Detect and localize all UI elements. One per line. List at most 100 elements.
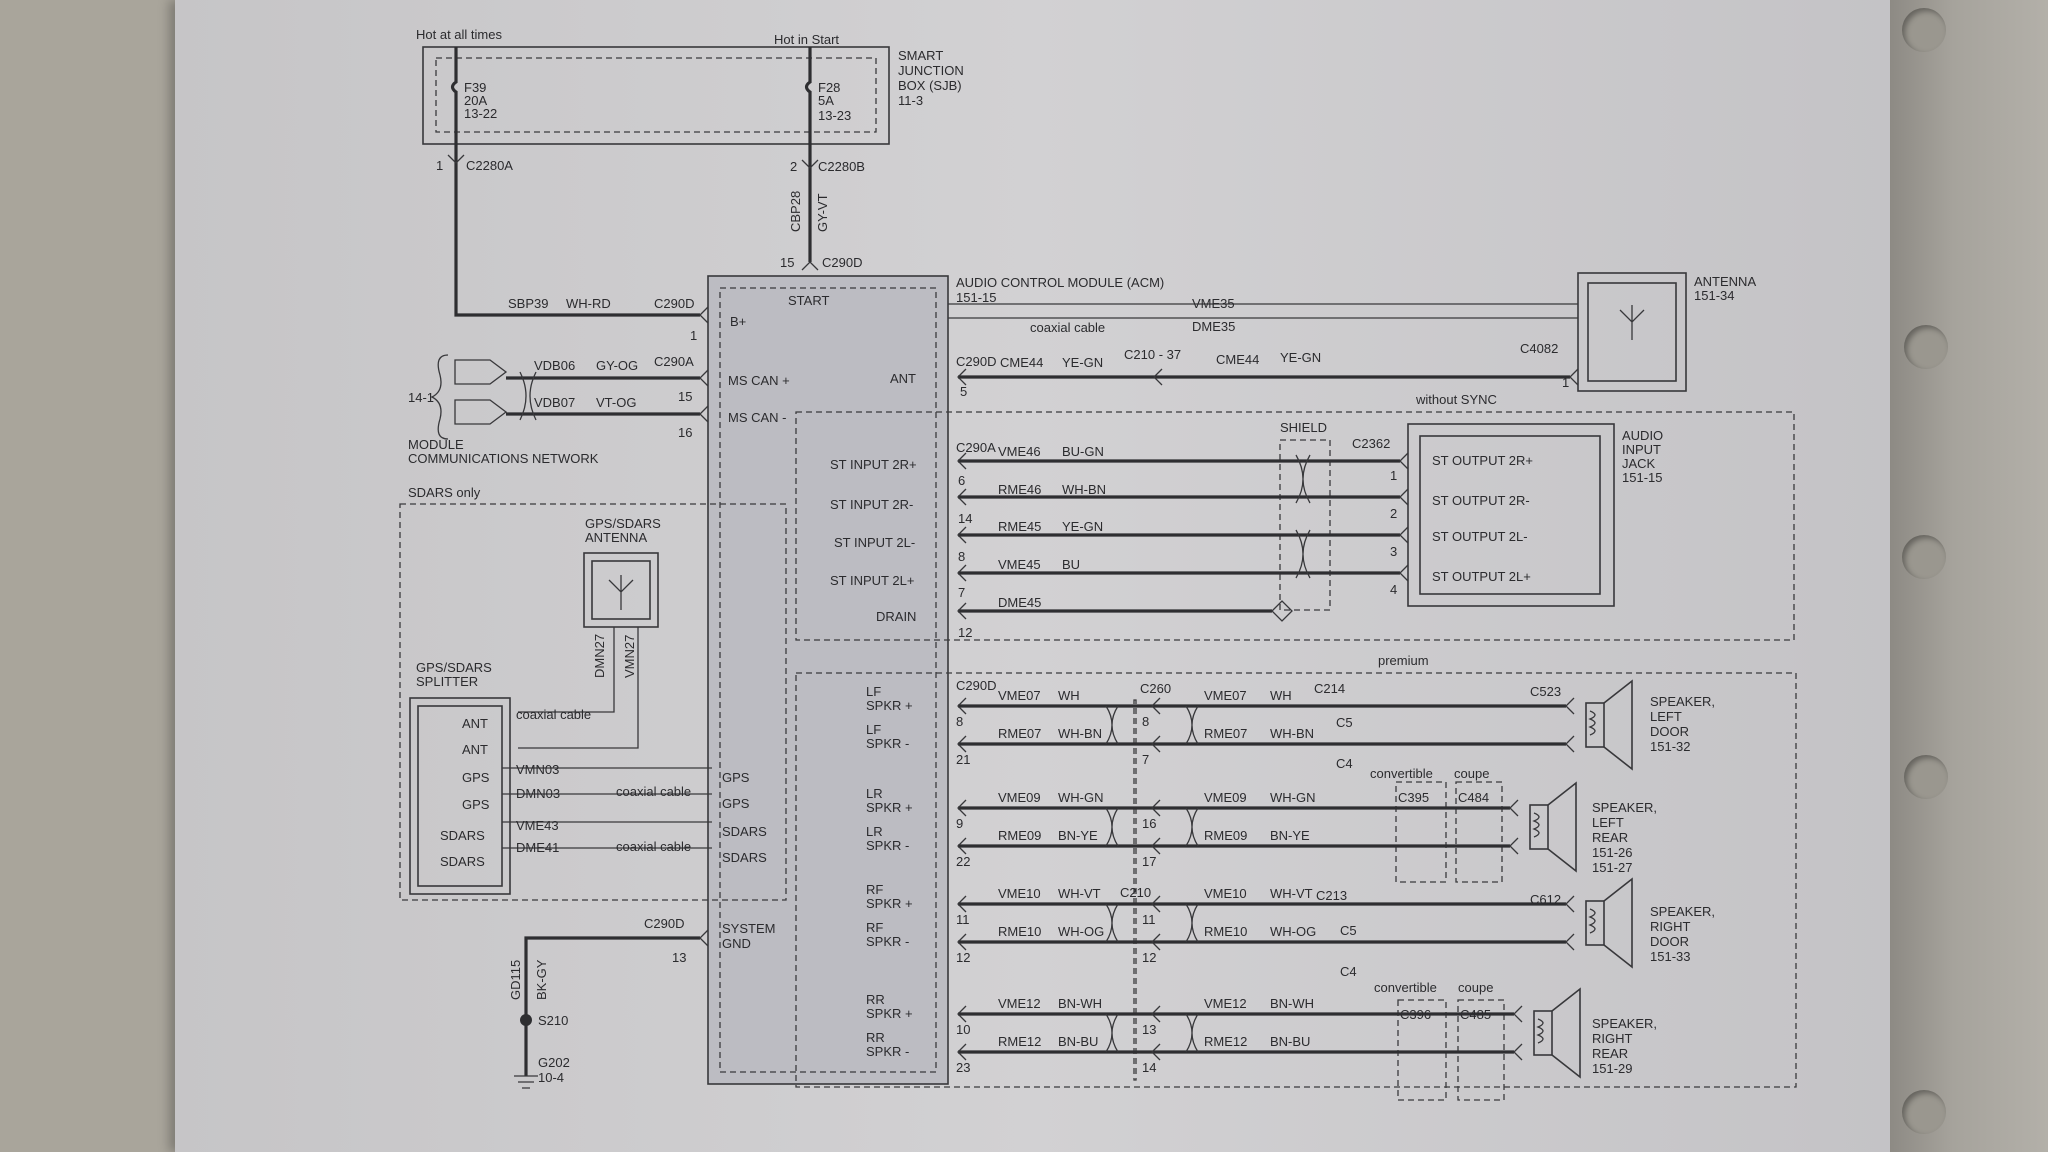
spk-circuit-6: VME12 bbox=[998, 996, 1041, 1011]
spk-color-5: WH-OG bbox=[1058, 924, 1104, 939]
spk-color-3: BN-YE bbox=[1058, 828, 1098, 843]
circuit-vmn03: VMN03 bbox=[516, 762, 559, 777]
shield-label: SHIELD bbox=[1280, 420, 1327, 435]
circuit-rme45: RME45 bbox=[998, 519, 1041, 534]
circuit-vme35: VME35 bbox=[1192, 296, 1235, 311]
pin-2: 2 bbox=[790, 159, 797, 174]
pin-6-st: 6 bbox=[958, 473, 965, 488]
spk-color-2: WH-GN bbox=[1058, 790, 1104, 805]
spk-label-a-0: LF bbox=[866, 684, 881, 699]
fuse-f39-rating: 20A bbox=[464, 93, 487, 108]
spk-label-b-6: SPKR + bbox=[866, 1006, 913, 1021]
acm-bplus-pin: B+ bbox=[730, 314, 746, 329]
coax-label-antenna: coaxial cable bbox=[1030, 320, 1105, 335]
speaker-lr-name-1: SPEAKER, bbox=[1592, 800, 1657, 815]
pin-15: 15 bbox=[780, 255, 794, 270]
speaker-wires bbox=[957, 697, 1575, 1061]
spk-circuit-far-1: RME07 bbox=[1204, 726, 1247, 741]
acm-gps-2: GPS bbox=[722, 796, 750, 811]
connector-c5-right: C5 bbox=[1340, 923, 1357, 938]
connector-c484: C484 bbox=[1458, 790, 1489, 805]
spk-color-far-2: WH-GN bbox=[1270, 790, 1316, 805]
gps-antenna-label-1: GPS/SDARS bbox=[585, 516, 661, 531]
connector-c290a-st: C290A bbox=[956, 440, 996, 455]
coupe-label-right: coupe bbox=[1458, 980, 1493, 995]
st-input-drain: DRAIN bbox=[876, 609, 916, 624]
spk-label-a-2: LR bbox=[866, 786, 883, 801]
spk-acm-pin-7: 23 bbox=[956, 1060, 970, 1075]
speaker-rf-ref: 151-33 bbox=[1650, 949, 1690, 964]
mcn-label-1: MODULE bbox=[408, 437, 464, 452]
connector-c290a-can: C290A bbox=[654, 354, 694, 369]
spk-circuit-far-2: VME09 bbox=[1204, 790, 1247, 805]
spk-label-b-0: SPKR + bbox=[866, 698, 913, 713]
circuit-dmn03: DMN03 bbox=[516, 786, 560, 801]
pin-15-can: 15 bbox=[678, 389, 692, 404]
speaker-lr-ref-2: 151-27 bbox=[1592, 860, 1632, 875]
audio-input-section bbox=[795, 411, 1795, 641]
sjb-label-1: SMART bbox=[898, 48, 943, 63]
acm-ref: 151-15 bbox=[956, 290, 996, 305]
spk-acm-pin-2: 9 bbox=[956, 816, 963, 831]
connector-c290d-bplus: C290D bbox=[654, 296, 694, 311]
speaker-rr-ref: 151-29 bbox=[1592, 1061, 1632, 1076]
spk-label-b-5: SPKR - bbox=[866, 934, 909, 949]
color-gy-og: GY-OG bbox=[596, 358, 638, 373]
fuse-f39: F39 bbox=[464, 80, 486, 95]
connector-c4082: C4082 bbox=[1520, 341, 1558, 356]
connector-c290d-ant: C290D bbox=[956, 354, 996, 369]
hot-at-all-times-label: Hot at all times bbox=[416, 27, 502, 42]
spk-acm-pin-5: 12 bbox=[956, 950, 970, 965]
speaker-rf-name-2: RIGHT bbox=[1650, 919, 1691, 934]
sjb-label-3: BOX (SJB) bbox=[898, 78, 962, 93]
speaker-lr-name-2: LEFT bbox=[1592, 815, 1624, 830]
st-output-2r-plus: ST OUTPUT 2R+ bbox=[1432, 453, 1533, 468]
spk-label-b-2: SPKR + bbox=[866, 800, 913, 815]
speaker-rf-name-1: SPEAKER, bbox=[1650, 904, 1715, 919]
acm-sdars-1: SDARS bbox=[722, 824, 767, 839]
acm-ms-can-plus: MS CAN + bbox=[728, 373, 790, 388]
jack-pin-4: 4 bbox=[1390, 582, 1397, 597]
manual-page bbox=[175, 0, 1890, 1152]
spk-label-b-3: SPKR - bbox=[866, 838, 909, 853]
spk-label-a-6: RR bbox=[866, 992, 885, 1007]
pin-7-st: 7 bbox=[958, 585, 965, 600]
spk-label-a-5: RF bbox=[866, 920, 883, 935]
circuit-vme43: VME43 bbox=[516, 818, 559, 833]
color-ye-gn-b: YE-GN bbox=[1280, 350, 1321, 365]
color-bu: BU bbox=[1062, 557, 1080, 572]
pin-5-ant: 5 bbox=[960, 384, 967, 399]
connector-c213: C213 bbox=[1316, 888, 1347, 903]
spk-color-1: WH-BN bbox=[1058, 726, 1102, 741]
mcn-label-2: COMMUNICATIONS NETWORK bbox=[408, 451, 599, 466]
acm-gps-1: GPS bbox=[722, 770, 750, 785]
connector-c612: C612 bbox=[1530, 892, 1561, 907]
pin-1-bplus: 1 bbox=[690, 328, 697, 343]
coax-label-sdars: coaxial cable bbox=[616, 839, 691, 854]
circuit-dme45: DME45 bbox=[998, 595, 1041, 610]
sdars-only-label: SDARS only bbox=[408, 485, 481, 500]
spk-color-far-6: BN-WH bbox=[1270, 996, 1314, 1011]
system-gnd-label-1: SYSTEM bbox=[722, 921, 775, 936]
connector-c260: C260 bbox=[1140, 681, 1171, 696]
fuse-f28-rating: 5A bbox=[818, 93, 834, 108]
ms-can-bus bbox=[430, 354, 709, 440]
sjb-label-2: JUNCTION bbox=[898, 63, 964, 78]
connector-c210-spk: C210 bbox=[1120, 885, 1151, 900]
spk-circuit-2: VME09 bbox=[998, 790, 1041, 805]
spk-circuit-1: RME07 bbox=[998, 726, 1041, 741]
spk-circuit-5: RME10 bbox=[998, 924, 1041, 939]
pin-13-gnd: 13 bbox=[672, 950, 686, 965]
gps-antenna-label-2: ANTENNA bbox=[585, 530, 647, 545]
ground-g202-ref: 10-4 bbox=[538, 1070, 564, 1085]
spk-acm-pin-1: 21 bbox=[956, 752, 970, 767]
spk-circuit-far-4: VME10 bbox=[1204, 886, 1247, 901]
convertible-label-right: convertible bbox=[1374, 980, 1437, 995]
connector-c4-left: C4 bbox=[1336, 756, 1353, 771]
system-gnd-label-2: GND bbox=[722, 936, 751, 951]
st-input-2l-minus: ST INPUT 2L- bbox=[834, 535, 915, 550]
circuit-vdb06: VDB06 bbox=[534, 358, 575, 373]
without-sync-label: without SYNC bbox=[1415, 392, 1497, 407]
color-bu-gn: BU-GN bbox=[1062, 444, 1104, 459]
